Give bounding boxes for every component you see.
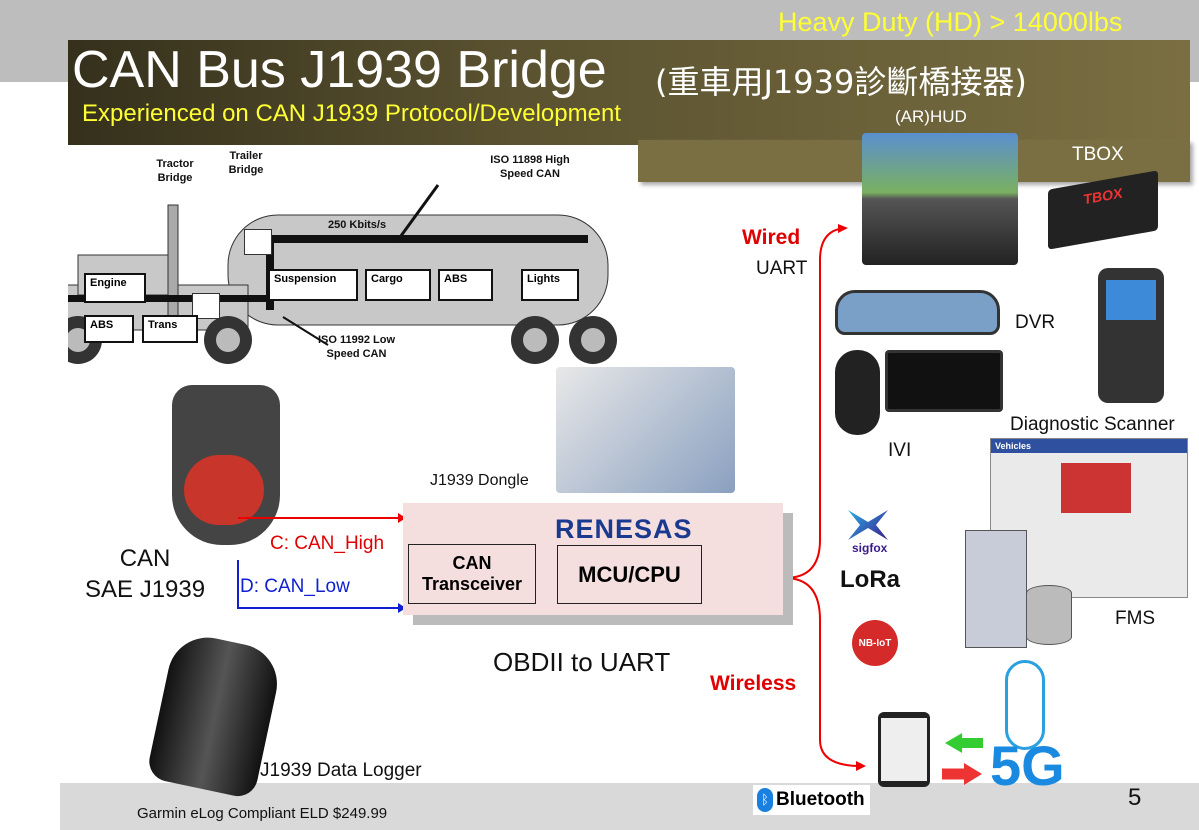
title-bar: [68, 40, 1190, 145]
scanner-label: Diagnostic Scanner: [1010, 414, 1175, 435]
uart-label: UART: [756, 258, 808, 279]
can-label: CAN: [119, 545, 171, 572]
ecu-suspension: Suspension: [268, 269, 358, 301]
hud-image: [862, 133, 1018, 265]
dongle-photo: [556, 367, 735, 493]
hud-label: (AR)HUD: [895, 107, 967, 126]
slide-title-zh: (重車用J1939診斷橋接器): [655, 63, 1027, 101]
dvr-image: [835, 290, 1000, 335]
server-icon: [965, 530, 1027, 648]
wired-label: Wired: [742, 226, 801, 249]
renesas-logo: RENESAS: [555, 514, 693, 544]
phone-image: [878, 712, 930, 787]
hd-note: Heavy Duty (HD) > 14000lbs: [778, 7, 1123, 37]
ecu-engine: Engine: [84, 273, 146, 303]
ecu-lights: Lights: [521, 269, 579, 301]
connector-image: [172, 385, 280, 545]
fms-label: FMS: [1115, 608, 1156, 629]
rate-label: 250 Kbits/s: [328, 219, 387, 231]
tbox-label: TBOX: [1072, 144, 1124, 165]
dvr-label: DVR: [1015, 312, 1056, 333]
ecu-cargo: Cargo: [365, 269, 431, 301]
dongle-label: J1939 Dongle: [430, 472, 529, 489]
fms-window-title: Vehicles: [991, 439, 1187, 453]
slide-subtitle: Experienced on CAN J1939 Protocol/Develo…: [82, 100, 621, 127]
ivi-wearable-image: [835, 350, 880, 435]
scanner-image: [1098, 268, 1164, 403]
can-low-label: D: CAN_Low: [240, 576, 350, 597]
nbiot-logo: NB-IoT: [852, 620, 898, 666]
slide-title: CAN Bus J1939 Bridge: [72, 41, 607, 99]
database-icon: [1026, 585, 1072, 645]
sae-label: SAE J1939: [85, 576, 206, 604]
tractor-bridge-box: [192, 293, 220, 319]
bluetooth-icon: ᛒ: [757, 788, 773, 812]
arrow-left-icon: [945, 733, 983, 753]
cell-tower-icon: [1005, 660, 1045, 750]
bluetooth-label: Bluetooth: [776, 789, 865, 810]
ivi-label: IVI: [888, 440, 912, 461]
wireless-label: Wireless: [710, 672, 797, 695]
ecu-abs-trailer: ABS: [438, 269, 493, 301]
sigfox-logo: sigfox: [852, 541, 888, 555]
lora-logo: LoRa: [840, 566, 900, 593]
obd-uart-caption: OBDII to UART: [493, 647, 671, 677]
truck-diagram: Tractor Bridge Trailer Bridge ISO 11898 …: [68, 145, 638, 370]
ivi-image: [885, 350, 1003, 412]
fiveg-logo: 5G: [990, 734, 1065, 797]
trailer-bridge-box: [244, 229, 272, 255]
ecu-abs-tractor: ABS: [84, 315, 134, 343]
can-high-label: C: CAN_High: [270, 533, 385, 554]
footer-note: Garmin eLog Compliant ELD $249.99: [137, 805, 388, 822]
trailer-bridge-label: Trailer Bridge: [228, 150, 264, 177]
data-logger-label: J1939 Data Logger: [260, 760, 422, 781]
tractor-bridge-label: Tractor Bridge: [156, 158, 194, 185]
ecu-trans: Trans: [142, 315, 198, 343]
can-transceiver-box: CAN Transceiver: [408, 544, 536, 604]
arrow-right-icon: [942, 763, 982, 785]
mcu-cpu-box: MCU/CPU: [557, 545, 702, 604]
low-speed-can-label: ISO 11992 Low Speed CAN: [317, 334, 396, 361]
can-sae-label: CAN SAE J1939: [85, 543, 205, 605]
high-speed-can-label: ISO 11898 High Speed CAN: [490, 154, 570, 181]
page-number: 5: [1128, 784, 1142, 811]
